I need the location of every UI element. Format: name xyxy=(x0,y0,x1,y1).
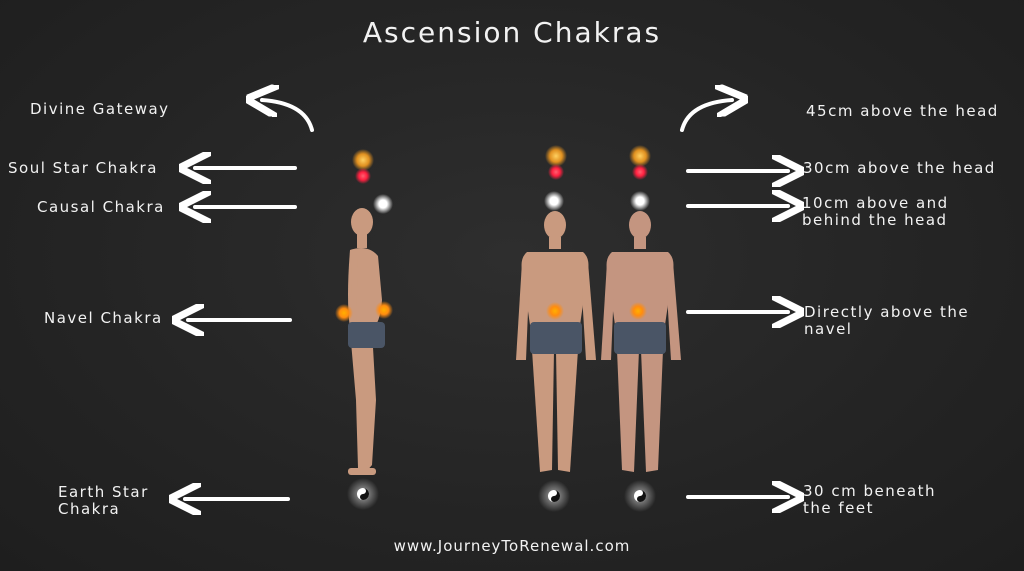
earth-star-chakra-back xyxy=(624,480,656,512)
label-earth-star: Earth Star Chakra xyxy=(58,483,149,518)
navel-chakra-side-back xyxy=(375,301,393,319)
side-figure xyxy=(348,208,385,475)
back-figure xyxy=(601,211,681,472)
navel-chakra-back xyxy=(629,302,647,320)
front-figure xyxy=(516,211,596,472)
website-footer: www.JourneyToRenewal.com xyxy=(393,537,631,555)
navel-chakra-side-front xyxy=(335,304,353,322)
label-causal: Causal Chakra xyxy=(37,198,165,216)
arrows xyxy=(185,100,788,499)
causal-chakra-side xyxy=(373,194,393,214)
divine-gateway-chakra-side xyxy=(355,168,371,184)
arrow-divine-gateway-right xyxy=(680,100,732,132)
yin-yang-icon xyxy=(637,490,646,502)
label-navel: Navel Chakra xyxy=(44,309,163,327)
causal-chakra-front xyxy=(544,191,564,211)
yin-yang-icon xyxy=(360,488,369,500)
divine-gateway-chakra-back xyxy=(632,164,648,180)
arrow-divine-gateway-left xyxy=(262,100,314,132)
earth-star-chakra-side xyxy=(347,478,379,510)
yin-yang-icon xyxy=(551,490,560,502)
label-divine-gateway: Divine Gateway xyxy=(30,100,170,118)
desc-divine-gateway: 45cm above the head xyxy=(806,102,999,120)
divine-gateway-chakra-front xyxy=(548,164,564,180)
earth-star-chakra-front xyxy=(538,480,570,512)
label-soul-star: Soul Star Chakra xyxy=(8,159,158,177)
soul-star-chakra-side xyxy=(352,149,374,171)
causal-chakra-back xyxy=(630,191,650,211)
navel-chakra-front xyxy=(546,302,564,320)
soul-star-chakra-back xyxy=(629,145,651,167)
desc-soul-star: 30cm above the head xyxy=(803,159,996,177)
soul-star-chakra-front xyxy=(545,145,567,167)
desc-earth-star: 30 cm beneath the feet xyxy=(803,482,937,517)
desc-causal: 10cm above and behind the head xyxy=(802,194,949,229)
desc-navel: Directly above the navel xyxy=(804,303,970,338)
